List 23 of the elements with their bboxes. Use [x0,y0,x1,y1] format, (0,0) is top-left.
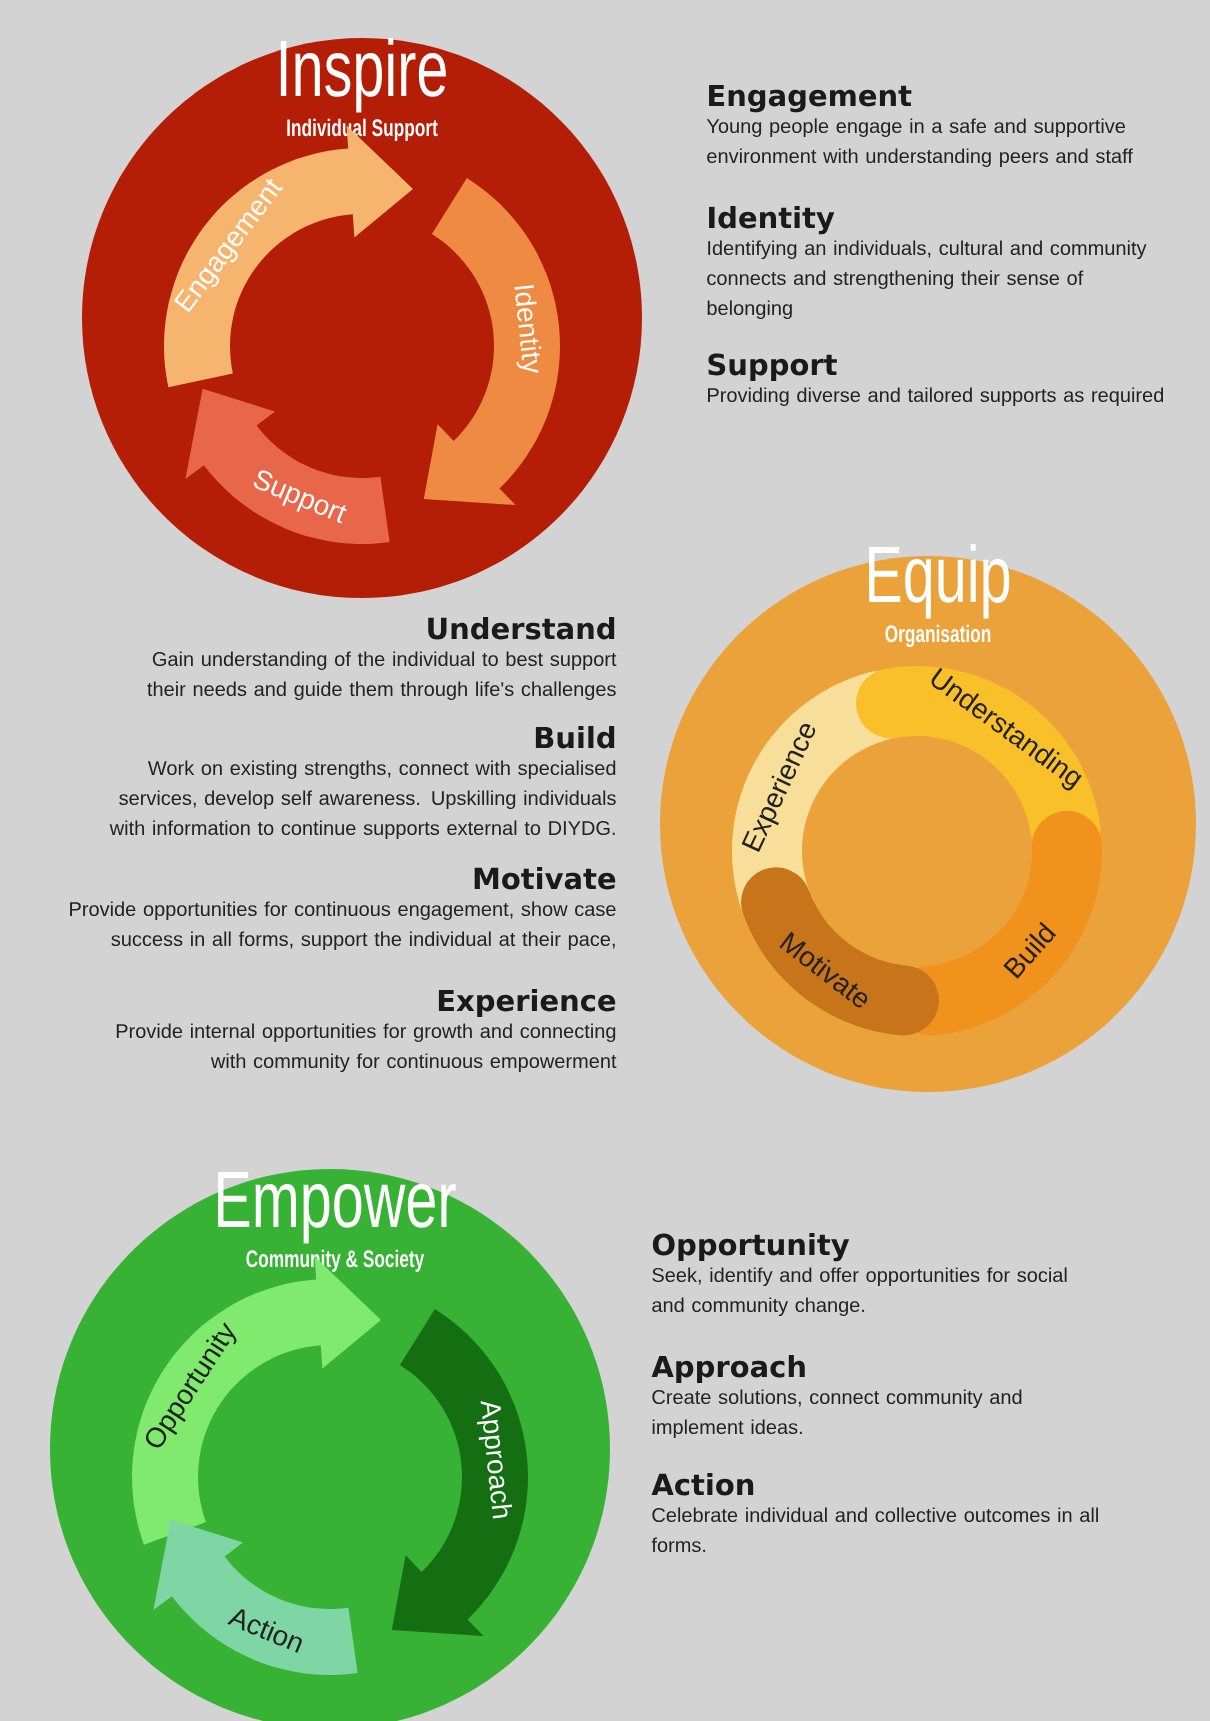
description-text: Create solutions, connect community and implement ideas. [652,1389,1022,1439]
description-text: Provide opportunities for continuous engagement, show case success in all forms, support the individual at their pace, [70,901,616,951]
section-heading: Opportunity [652,1232,850,1262]
arrow-segment: Approach [391,1309,528,1636]
section-heading: Action [651,1472,754,1496]
section-heading: Identity [709,205,835,235]
description-text: Celebrate individual and collective outcomes in all forms. [651,1507,1098,1553]
description-text: Young people engage in a safe and supportive environment with understanding peers and staff [706,118,1133,168]
section-heading: Experience [438,988,616,1018]
section-heading: Engagement [709,84,912,113]
description-text: Identifying an individuals, cultural and community connects and strengthening their sense of belonging [707,240,1147,320]
description-text: Provide internal opportunities for growth and connecting with community for continuous empowerment [116,1023,617,1073]
description-text: Providing diverse and tailored supports as required [708,387,1164,407]
section-heading: Approach [651,1354,805,1384]
description-text: Work on existing strengths, connect with specialised services, develop self awareness. Upskilling individuals with information to continue supports external to DIYDG. [109,760,616,840]
section-heading: Understand [428,616,615,640]
description-text: Seek, identify and offer opportunities for social and community change. [652,1267,1067,1317]
description-text: Gain understanding of the individual to best support their needs and guide them through life's challenges [147,651,617,701]
arrow-segment: Action [153,1519,358,1675]
section-heading: Build [535,725,615,749]
section-heading: Motivate [474,866,616,890]
section-heading: Support [708,353,837,382]
arrow-segment: Identity [423,178,560,505]
